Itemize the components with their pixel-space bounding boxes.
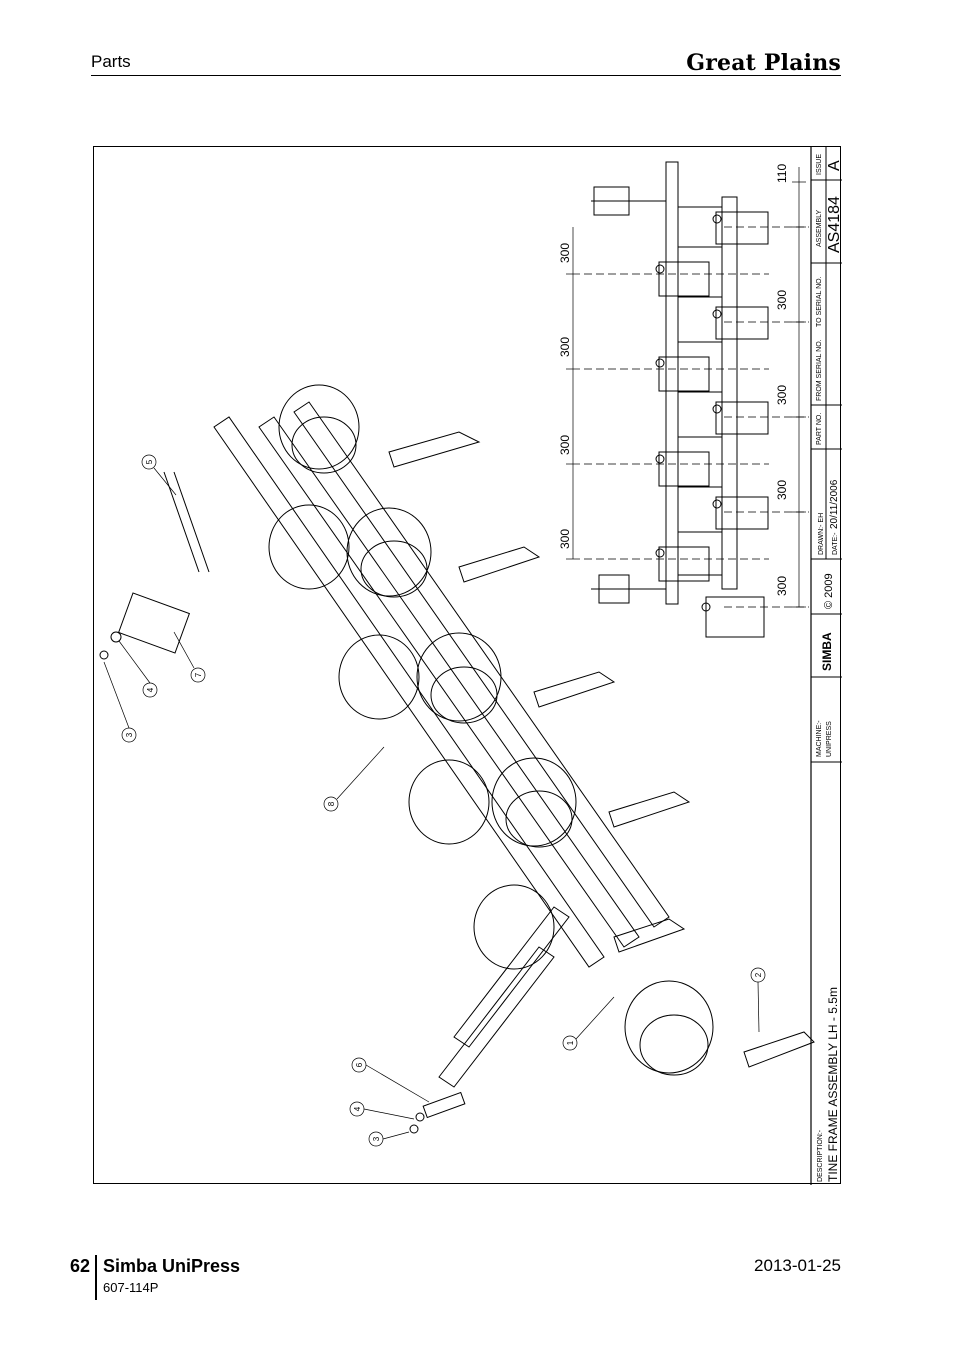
from-serial-label: FROM SERIAL NO. xyxy=(816,339,823,401)
drawn-by: DRAWN:- EH xyxy=(818,513,825,555)
plan-view xyxy=(566,161,809,638)
part-no-label: PART NO. xyxy=(816,413,823,445)
footer-divider xyxy=(95,1255,97,1300)
assembly-value: AS4184 xyxy=(826,196,842,253)
description-label: DESCRIPTION:- xyxy=(817,1129,824,1182)
dim-left-4: 300 xyxy=(558,529,572,549)
callout-3a: 3 xyxy=(125,732,134,737)
title-block-text: DESCRIPTION:- TINE FRAME ASSEMBLY LH - 5… xyxy=(816,154,842,1182)
callout-1: 1 xyxy=(566,1040,575,1045)
issue-label: ISSUE xyxy=(816,154,823,175)
callout-7: 7 xyxy=(194,672,203,677)
callout-8: 8 xyxy=(327,801,336,806)
header-rule xyxy=(91,75,841,76)
callout-4a: 4 xyxy=(146,687,155,692)
description-value: TINE FRAME ASSEMBLY LH - 5.5m xyxy=(826,987,840,1182)
issue-value: A xyxy=(826,160,842,171)
brand-logo: Great Plains xyxy=(686,50,841,76)
dim-left-2: 300 xyxy=(558,337,572,357)
callout-numbers: 1 2 3 3 4 4 5 6 7 8 xyxy=(125,459,763,1141)
dim-right-2: 300 xyxy=(775,385,789,405)
dim-right-110: 110 xyxy=(775,164,789,183)
date-value: 20/11/2006 xyxy=(829,479,840,529)
isometric-assembly xyxy=(99,384,815,1134)
title-block xyxy=(810,147,842,1185)
manual-title: Simba UniPress xyxy=(103,1256,241,1276)
parts-drawing: DESCRIPTION:- TINE FRAME ASSEMBLY LH - 5… xyxy=(93,146,842,1185)
page-number: 62 xyxy=(70,1256,91,1276)
copyright: © 2009 xyxy=(823,573,835,609)
dim-right-4: 300 xyxy=(775,576,789,596)
machine-value: UNIPRESS xyxy=(826,721,833,757)
document-number: 607-114P xyxy=(103,1280,159,1295)
callout-4b: 4 xyxy=(353,1106,362,1111)
callout-2: 2 xyxy=(754,972,763,977)
callout-leaders xyxy=(103,454,766,1147)
dim-right-1: 300 xyxy=(775,290,789,310)
date-label: DATE:- xyxy=(832,532,839,555)
simba-logo: SIMBA xyxy=(820,632,834,671)
section-title: Parts xyxy=(91,52,131,71)
dim-left-1: 300 xyxy=(558,243,572,263)
assembly-label: ASSEMBLY xyxy=(816,209,823,247)
callout-5: 5 xyxy=(145,459,154,464)
dim-left-3: 300 xyxy=(558,435,572,455)
callout-3b: 3 xyxy=(372,1136,381,1141)
machine-label: MACHINE:- xyxy=(816,720,823,757)
to-serial-label: TO SERIAL NO. xyxy=(816,276,823,327)
callout-6: 6 xyxy=(355,1062,364,1067)
dimension-labels: 300 300 300 300 110 300 300 300 300 xyxy=(558,164,789,596)
publication-date: 2013-01-25 xyxy=(754,1256,841,1275)
dim-right-3: 300 xyxy=(775,480,789,500)
drawing-canvas: DESCRIPTION:- TINE FRAME ASSEMBLY LH - 5… xyxy=(99,147,842,1185)
